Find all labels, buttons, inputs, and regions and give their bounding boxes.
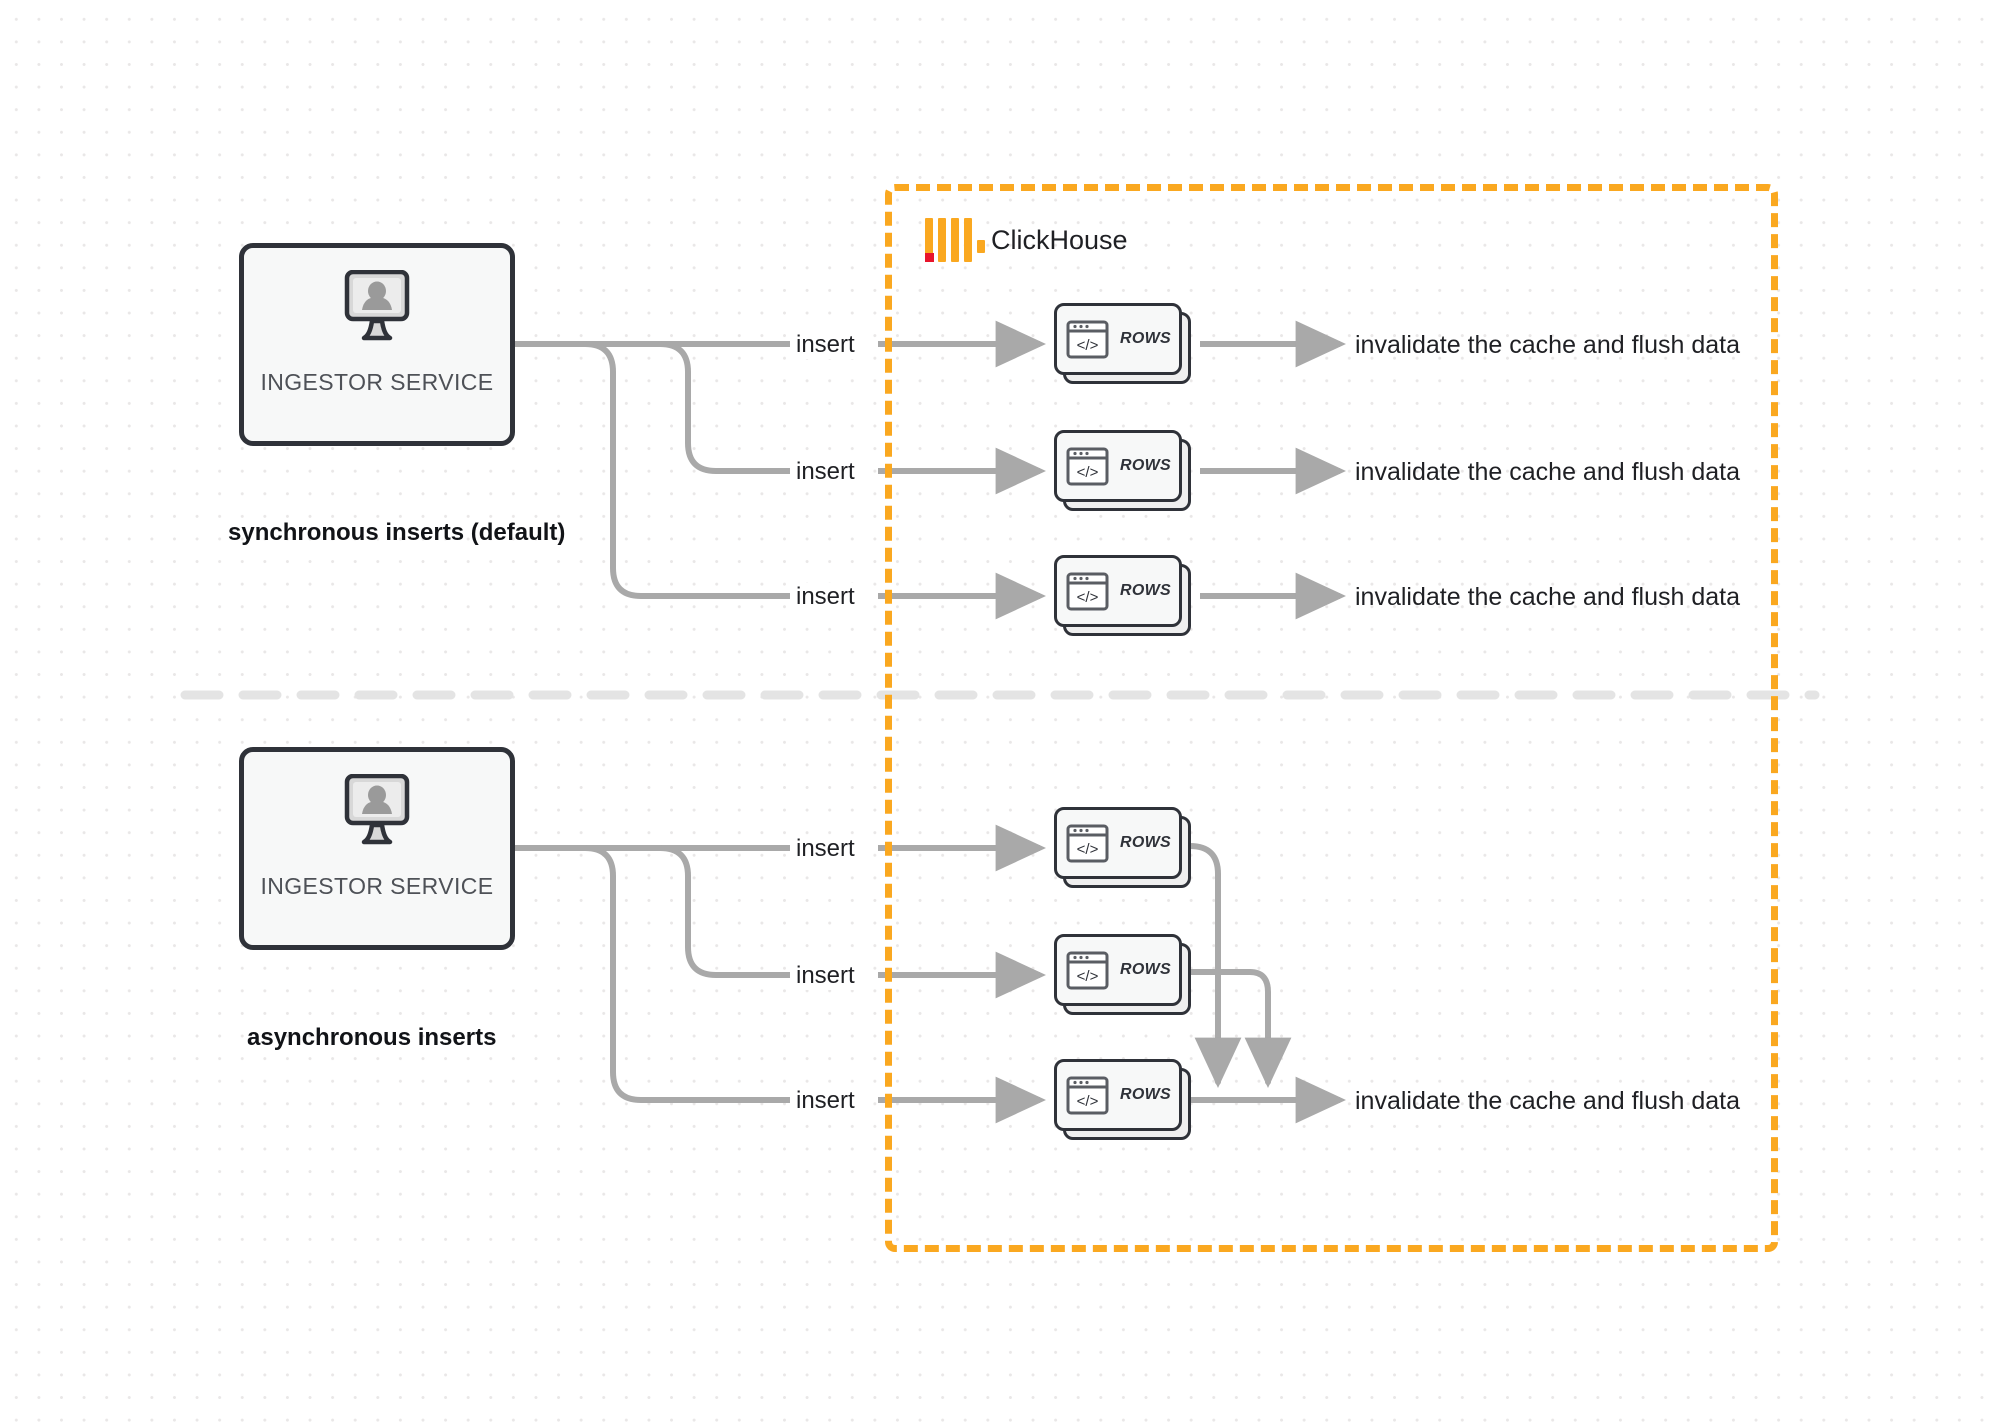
rows-card-face: </> ROWS [1054,430,1182,502]
code-window-icon: </> [1066,1076,1109,1114]
rows-card-face: </> ROWS [1054,555,1182,627]
ingestor-service-box-sync[interactable]: INGESTOR SERVICE [239,243,515,446]
clickhouse-logo [925,218,985,262]
sync-insert-arrows [878,320,1046,620]
rows-card-label: ROWS [1120,961,1171,978]
svg-text:</>: </> [1077,337,1099,354]
code-window-icon: </> [1066,951,1109,989]
svg-text:</>: </> [1077,1093,1099,1110]
insert-label-async-3: insert [790,1087,861,1115]
caption-asynchronous: asynchronous inserts [247,1024,497,1051]
result-label-async-merged: invalidate the cache and flush data [1355,1087,1740,1115]
rows-card-label: ROWS [1120,834,1171,851]
rows-card-face: </> ROWS [1054,1059,1182,1131]
async-merge-connectors [1187,843,1292,1088]
svg-text:</>: </> [1077,589,1099,606]
svg-text:</>: </> [1077,841,1099,858]
clickhouse-brand: ClickHouse [925,218,1128,262]
result-label-sync-3: invalidate the cache and flush data [1355,583,1740,611]
result-label-sync-2: invalidate the cache and flush data [1355,458,1740,486]
sync-result-arrows [1200,320,1346,620]
code-window-icon: </> [1066,320,1109,358]
rows-card-async-2[interactable]: </> ROWS [1054,934,1194,1017]
rows-card-sync-3[interactable]: </> ROWS [1054,555,1194,638]
insert-label-sync-1: insert [790,331,861,359]
code-window-icon: </> [1066,447,1109,485]
ingestor-service-label: INGESTOR SERVICE [260,873,494,899]
rows-card-label: ROWS [1120,1086,1171,1103]
rows-card-face: </> ROWS [1054,807,1182,879]
insert-label-async-2: insert [790,962,861,990]
code-window-icon: </> [1066,824,1109,862]
svg-text:</>: </> [1077,464,1099,481]
async-branch-tree [512,845,793,1103]
rows-card-sync-2[interactable]: </> ROWS [1054,430,1194,513]
rows-card-sync-1[interactable]: </> ROWS [1054,303,1194,386]
monitor-user-icon [331,773,423,861]
sync-branch-tree [512,341,793,599]
rows-card-async-1[interactable]: </> ROWS [1054,807,1194,890]
insert-label-async-1: insert [790,835,861,863]
result-label-sync-1: invalidate the cache and flush data [1355,331,1740,359]
rows-card-face: </> ROWS [1054,934,1182,1006]
clickhouse-logo-accent [925,253,934,262]
code-window-icon: </> [1066,572,1109,610]
rows-card-label: ROWS [1120,457,1171,474]
insert-label-sync-2: insert [790,458,861,486]
monitor-user-icon [331,269,423,357]
insert-label-sync-3: insert [790,583,861,611]
svg-text:</>: </> [1077,968,1099,985]
rows-card-label: ROWS [1120,330,1171,347]
ingestor-service-label: INGESTOR SERVICE [260,369,494,395]
caption-synchronous: synchronous inserts (default) [228,519,566,546]
rows-card-face: </> ROWS [1054,303,1182,375]
async-insert-arrows [878,824,1046,1124]
rows-card-label: ROWS [1120,582,1171,599]
ingestor-service-box-async[interactable]: INGESTOR SERVICE [239,747,515,950]
clickhouse-label: ClickHouse [991,224,1128,255]
rows-card-async-3[interactable]: </> ROWS [1054,1059,1194,1142]
